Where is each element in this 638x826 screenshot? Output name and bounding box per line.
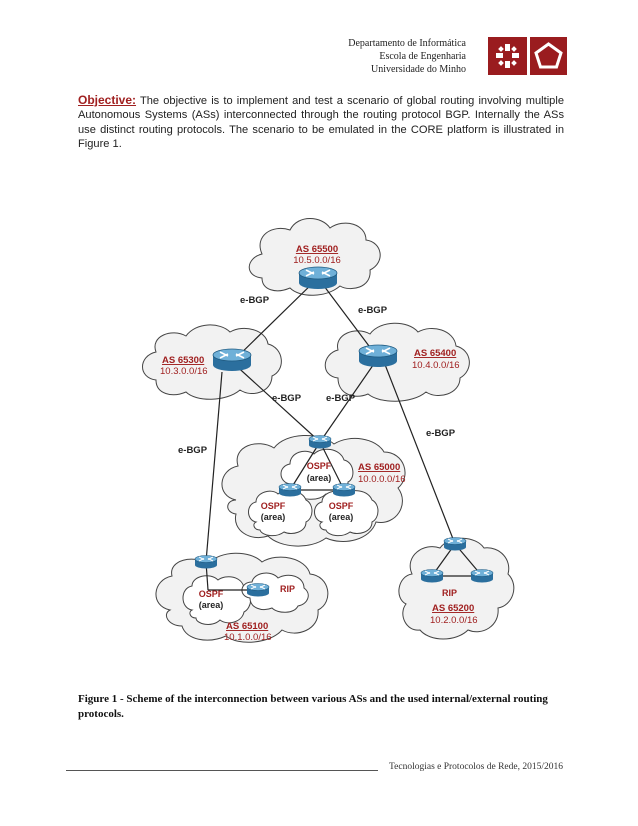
cloud-as65200 — [398, 537, 515, 640]
school-name: Escola de Engenharia — [379, 51, 466, 62]
as65100-name: AS 65100 — [226, 621, 268, 632]
router-as65200-left[interactable] — [420, 569, 444, 583]
as65300-net: 10.3.0.0/16 — [160, 366, 208, 377]
ebgp-label-65500-65400: e-BGP — [358, 305, 388, 316]
as65200-net: 10.2.0.0/16 — [430, 615, 478, 626]
ospf-label-top: OSPF — [307, 461, 332, 471]
area-label-top: (area) — [307, 473, 332, 483]
area-label-right: (area) — [329, 512, 354, 522]
as65000-net: 10.0.0.0/16 — [358, 474, 406, 485]
router-as65100-rip[interactable] — [246, 583, 270, 597]
cloud-as65300 — [142, 324, 282, 400]
router-as65000-right[interactable] — [332, 483, 356, 497]
router-as65000-border[interactable] — [308, 435, 332, 449]
ebgp-label-65500-65300: e-BGP — [240, 295, 270, 306]
ebgp-label-65300-65100: e-BGP — [178, 445, 208, 456]
area-label-left: (area) — [261, 512, 286, 522]
cloud-ospf-area-left — [248, 490, 313, 537]
link-lines — [205, 277, 483, 591]
as65200-name: AS 65200 — [432, 603, 474, 614]
university-name: Universidade do Minho — [371, 64, 466, 75]
university-logo — [488, 37, 527, 75]
router-as65300[interactable] — [212, 348, 252, 372]
ospf-label-left: OSPF — [261, 501, 286, 511]
rip-label-as65200: RIP — [442, 588, 457, 598]
as65400-net: 10.4.0.0/16 — [412, 360, 460, 371]
as65100-net: 10.1.0.0/16 — [224, 632, 272, 643]
ebgp-label-65400-65000: e-BGP — [326, 393, 356, 404]
router-as65000-left[interactable] — [278, 483, 302, 497]
ospf-label-as65100: OSPF — [199, 589, 224, 599]
ospf-label-right: OSPF — [329, 501, 354, 511]
figure-caption: Figure 1 - Scheme of the interconnection… — [78, 693, 548, 720]
as65500-net: 10.5.0.0/16 — [293, 255, 341, 266]
department-name: Departamento de Informática — [348, 38, 466, 49]
as65000-name: AS 65000 — [358, 462, 400, 473]
objective-label: Objective: — [78, 93, 137, 107]
ebgp-label-65300-65000: e-BGP — [272, 393, 302, 404]
cross-logo-icon — [496, 44, 519, 68]
as65300-name: AS 65300 — [162, 355, 204, 366]
footer-rule — [66, 770, 378, 771]
router-as65500[interactable] — [298, 266, 338, 290]
as65500-name: AS 65500 — [296, 244, 338, 255]
institution-header: Departamento de Informática Escola de En… — [348, 37, 466, 76]
router-as65400[interactable] — [358, 344, 398, 368]
router-as65200-border[interactable] — [443, 537, 467, 551]
school-logo — [530, 37, 567, 75]
objective-text: The objective is to implement and test a… — [78, 95, 564, 151]
router-as65200-right[interactable] — [470, 569, 494, 583]
cloud-ospf-area-right — [314, 490, 379, 537]
as65400-name: AS 65400 — [414, 348, 456, 359]
router-as65100-border[interactable] — [194, 555, 218, 569]
cloud-rip-area — [241, 572, 309, 613]
pentagon-logo-icon — [534, 42, 563, 69]
area-label-as65100: (area) — [199, 600, 224, 610]
footer-text: Tecnologias e Protocolos de Rede, 2015/2… — [389, 762, 563, 772]
rip-label-as65100: RIP — [280, 584, 295, 594]
objective-paragraph: Objective: The objective is to implement… — [78, 93, 564, 152]
ebgp-label-65400-65200: e-BGP — [426, 428, 456, 439]
